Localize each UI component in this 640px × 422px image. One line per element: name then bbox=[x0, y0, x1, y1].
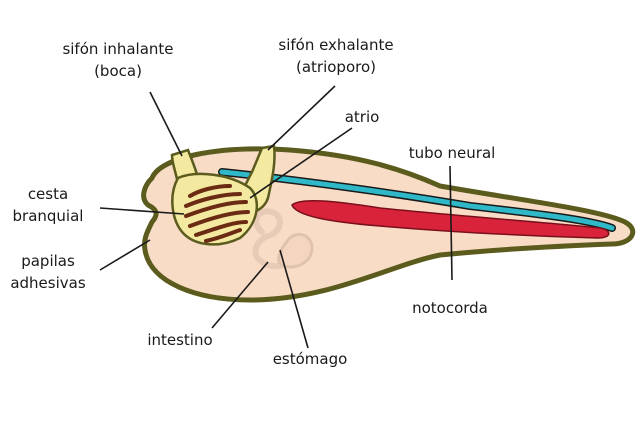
pharyngeal-basket bbox=[171, 172, 258, 246]
label-exhalant-1: sifón exhalante bbox=[278, 36, 393, 54]
gill-slits bbox=[184, 184, 250, 243]
leader-exhalant bbox=[267, 85, 336, 151]
label-inhalant-1: sifón inhalante bbox=[62, 40, 173, 58]
intestine bbox=[252, 208, 303, 270]
stomach bbox=[277, 232, 314, 269]
leader-intestine bbox=[211, 261, 269, 329]
neural-tube-fill bbox=[219, 169, 615, 231]
label-intestine: intestino bbox=[147, 331, 212, 349]
label-neural-tube: tubo neural bbox=[409, 144, 496, 162]
label-basket-2: branquial bbox=[13, 207, 84, 225]
leader-basket bbox=[99, 207, 185, 215]
leader-inhalant bbox=[149, 91, 183, 157]
leader-atrium bbox=[249, 127, 353, 199]
leader-stomach bbox=[279, 249, 309, 349]
leader-papillae bbox=[99, 239, 151, 271]
label-papillae-1: papilas bbox=[21, 252, 75, 270]
label-atrium: atrio bbox=[345, 108, 380, 126]
label-papillae-2: adhesivas bbox=[10, 274, 86, 292]
label-exhalant-2: (atrioporo) bbox=[296, 58, 376, 76]
label-stomach: estómago bbox=[273, 350, 348, 368]
label-notochord: notocorda bbox=[412, 299, 488, 317]
label-basket-1: cesta bbox=[28, 185, 68, 203]
label-inhalant-2: (boca) bbox=[94, 62, 142, 80]
leader-neural-tube bbox=[449, 165, 453, 281]
